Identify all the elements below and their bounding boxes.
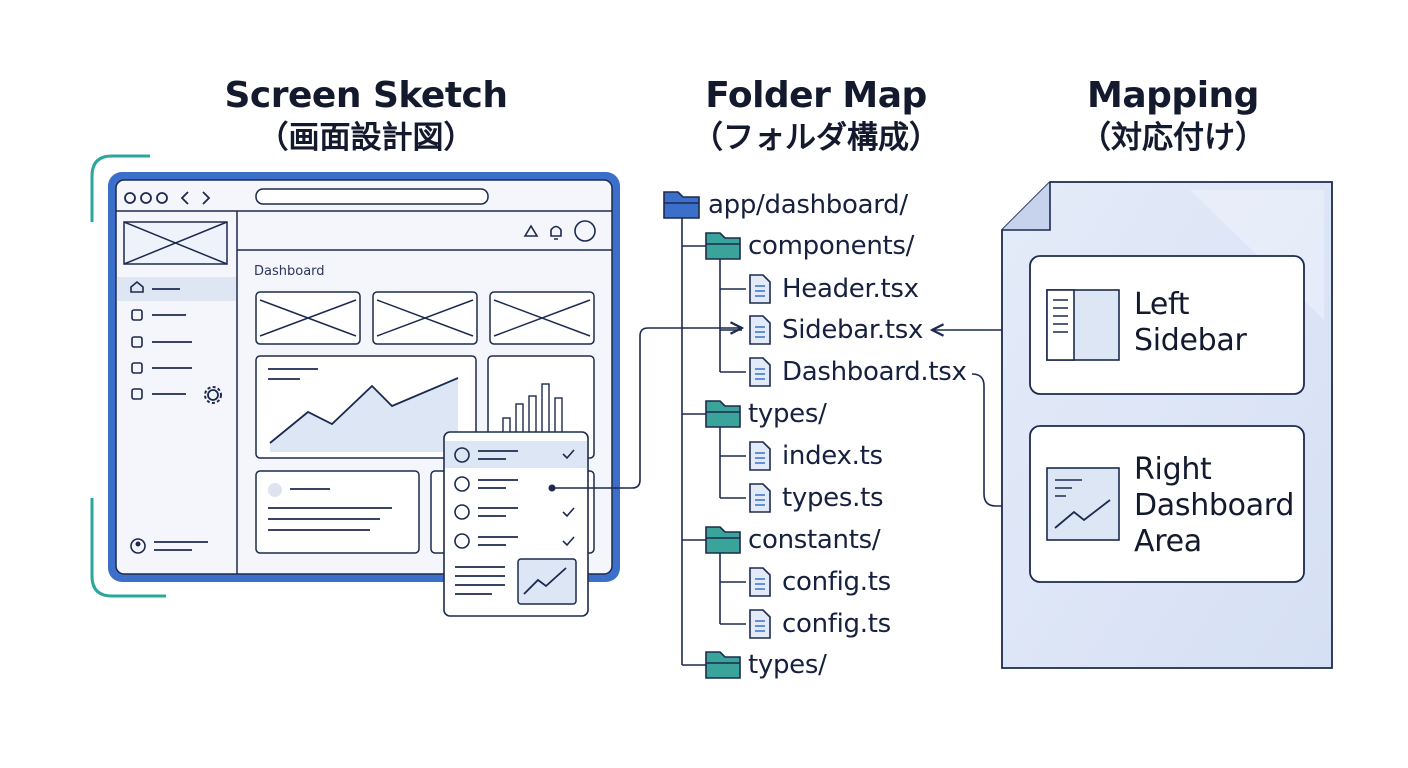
mapping-document [1001,181,1333,669]
screen-sketch-subtitle: （画面設計図） [257,120,475,156]
file-icon [749,274,771,304]
window-control-icon[interactable] [124,192,136,204]
folder-tree [663,191,771,679]
sidebar-layout-icon [1046,289,1120,361]
file-icon [749,315,771,345]
stat-card-placeholder [255,291,361,345]
folder-map-title: Folder Map [705,75,927,116]
folder-icon [705,400,741,428]
back-icon[interactable] [180,191,189,205]
bell-icon[interactable] [550,225,562,240]
sidebar-logo-placeholder [123,221,228,265]
tree-item-label[interactable]: constants/ [748,525,881,555]
file-icon [749,609,771,639]
sidebar-item[interactable] [131,309,186,321]
folder-icon [663,191,700,219]
corner-bracket-bottom [90,498,166,598]
stat-card-placeholder [372,291,478,345]
tree-item-label[interactable]: Header.tsx [782,274,919,304]
folder-icon [705,232,741,260]
mapping-heading: Mapping （対応付け） [1000,74,1346,158]
forward-icon[interactable] [202,191,211,205]
right-dashboard-card [1029,425,1305,583]
sidebar-item[interactable] [131,336,192,348]
tree-item-label[interactable]: config.ts [782,567,891,597]
screen-sketch-title: Screen Sketch [224,75,508,116]
file-icon [749,357,771,387]
right-dashboard-label-line2: Dashboard [1134,488,1295,523]
window-control-icon[interactable] [156,192,168,204]
avatar[interactable] [574,220,596,242]
line-chart-card [255,355,477,459]
content-card [255,470,420,554]
tree-item-label[interactable]: config.ts [782,609,891,639]
file-icon [749,441,771,471]
tree-item-label[interactable]: types.ts [782,483,884,513]
file-icon [749,567,771,597]
tree-item-label[interactable]: index.ts [782,441,883,471]
folder-icon [705,651,741,679]
tree-item-label[interactable]: Dashboard.tsx [782,357,967,387]
tree-item-label[interactable]: types/ [748,399,827,429]
tree-item-label[interactable]: Sidebar.tsx [782,315,924,345]
mapping-subtitle: （対応付け） [1080,120,1266,156]
sidebar-item[interactable] [131,388,186,400]
tree-root-label[interactable]: app/dashboard/ [708,190,908,220]
right-dashboard-label-line3: Area [1134,524,1202,559]
floating-checklist-panel [443,431,589,617]
dashboard-mapping-connector [971,373,1024,506]
mapping-title: Mapping [1087,75,1259,116]
home-icon [130,280,144,293]
stat-card-placeholder [489,291,595,345]
folder-icon [705,526,741,554]
tree-item-label[interactable]: types/ [748,650,827,680]
address-bar[interactable] [255,188,489,205]
sketch-to-sidebar-connector [552,328,742,489]
dashboard-chart-icon [1046,467,1120,541]
corner-bracket-top [90,154,150,222]
tree-item-label[interactable]: components/ [748,231,915,261]
left-sidebar-label-line1: Left [1134,287,1190,322]
right-dashboard-label-line1: Right [1134,452,1212,487]
alert-icon[interactable] [523,224,539,237]
file-icon [749,483,771,513]
left-sidebar-label-line2: Sidebar [1134,323,1247,358]
sketch-page-title: Dashboard [254,264,325,279]
sidebar-item[interactable] [131,362,192,374]
user-icon[interactable] [130,538,146,554]
folder-map-heading: Folder Map （フォルダ構成） [616,74,1016,158]
window-control-icon[interactable] [140,192,152,204]
screen-sketch [90,154,620,617]
folder-map-subtitle: （フォルダ構成） [692,120,940,156]
gear-icon[interactable] [204,386,222,404]
screen-sketch-heading: Screen Sketch （画面設計図） [166,74,566,158]
